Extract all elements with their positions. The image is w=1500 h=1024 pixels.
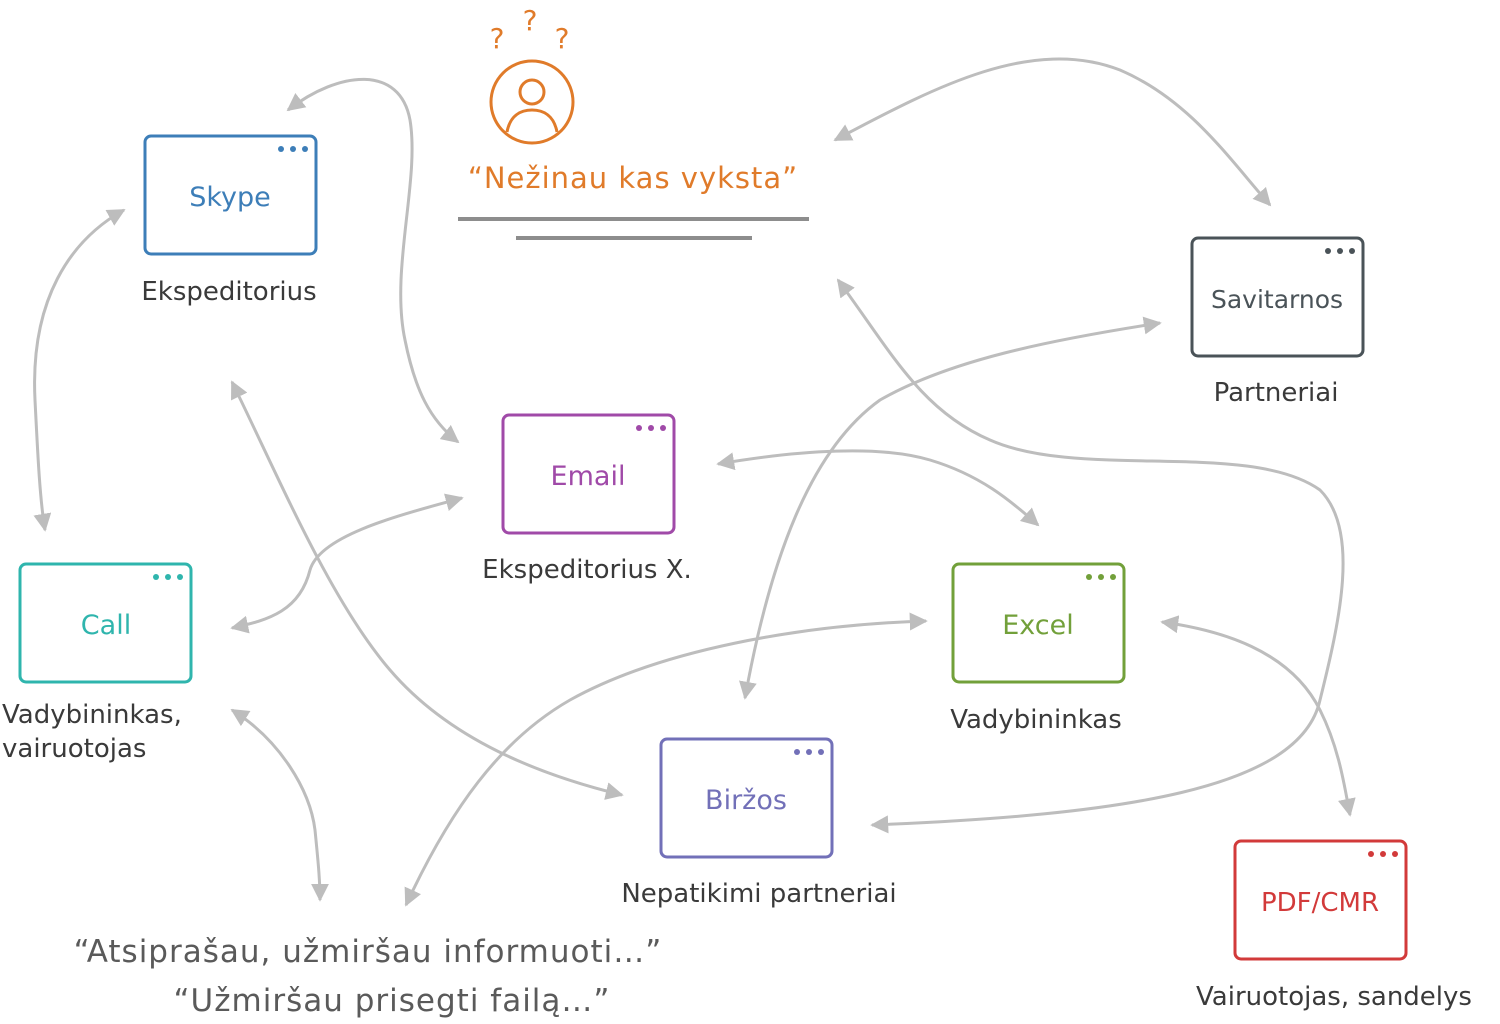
email-caption: Ekspeditorius X. [482,555,692,585]
arrow-excel-bottomquote [404,612,928,907]
birzos-menu-dots-icon [794,749,824,755]
call-menu-dots-icon [153,574,183,580]
pdf-caption: Vairuotojas, sandelys [1196,982,1472,1012]
confused-person: ? ? ? “Nežinau kas vyksta” [458,4,809,240]
node-pdf-cmr: PDF/CMR Vairuotojas, sandelys [1196,839,1472,1012]
arrow-skype-call [33,208,126,532]
skype-menu-dots-icon [278,146,308,152]
question-mark-1: ? [490,22,505,55]
savitarnos-menu-dots-icon [1325,248,1355,254]
skype-caption: Ekspeditorius [141,277,316,307]
skype-window [143,134,318,256]
birzos-caption: Nepatikimi partneriai [621,879,896,909]
connector-arrows [33,57,1356,907]
pdf-menu-dots-icon [1368,851,1398,857]
pdf-window [1233,839,1408,961]
birzos-label: Biržos [705,785,787,816]
arrow-call-bottomquote [230,708,329,902]
arrow-quote-birzos [836,278,1345,834]
question-mark-2: ? [523,4,538,37]
excel-label: Excel [1002,610,1074,641]
birzos-window [659,737,834,859]
bottom-quote-line2: “Užmiršau prisegti failą…” [174,983,611,1019]
bottom-quotes: “Atsiprašau, užmiršau informuoti…” “Užmi… [74,934,663,1019]
confused-quote: “Nežinau kas vyksta” [468,161,798,195]
arrow-excel-pdf [1160,615,1356,817]
savitarnos-caption: Partneriai [1214,378,1339,408]
node-skype: Skype Ekspeditorius [141,134,318,307]
call-caption-line1: Vadybininkas, [2,700,182,730]
arrow-savitarnos-birzos [739,316,1162,700]
node-excel: Excel Vadybininkas [950,562,1126,735]
node-email: Email Ekspeditorius X. [482,413,692,585]
call-caption-line2: vairuotojas [2,734,146,764]
email-label: Email [551,461,626,492]
user-avatar-icon [489,59,575,145]
savitarnos-label: Savitarnos [1211,285,1343,314]
call-label: Call [81,610,131,641]
excel-caption: Vadybininkas [950,705,1122,735]
pdf-label: PDF/CMR [1261,888,1379,918]
node-call: Call Vadybininkas, vairuotojas [2,562,193,764]
skype-label: Skype [189,182,271,213]
call-window [18,562,193,684]
bottom-quote-line1: “Atsiprašau, užmiršau informuoti…” [74,934,663,970]
email-menu-dots-icon [636,425,666,431]
email-window [501,413,676,535]
node-savitarnos: Savitarnos Partneriai [1190,236,1365,408]
arrow-skype-email [286,77,460,444]
excel-menu-dots-icon [1086,574,1116,580]
arrow-email-excel [716,449,1040,527]
question-mark-3: ? [555,22,570,55]
arrow-quote-savitarnos [833,57,1272,207]
savitarnos-window [1190,236,1365,358]
excel-window [951,562,1126,684]
node-birzos: Biržos Nepatikimi partneriai [621,737,897,909]
